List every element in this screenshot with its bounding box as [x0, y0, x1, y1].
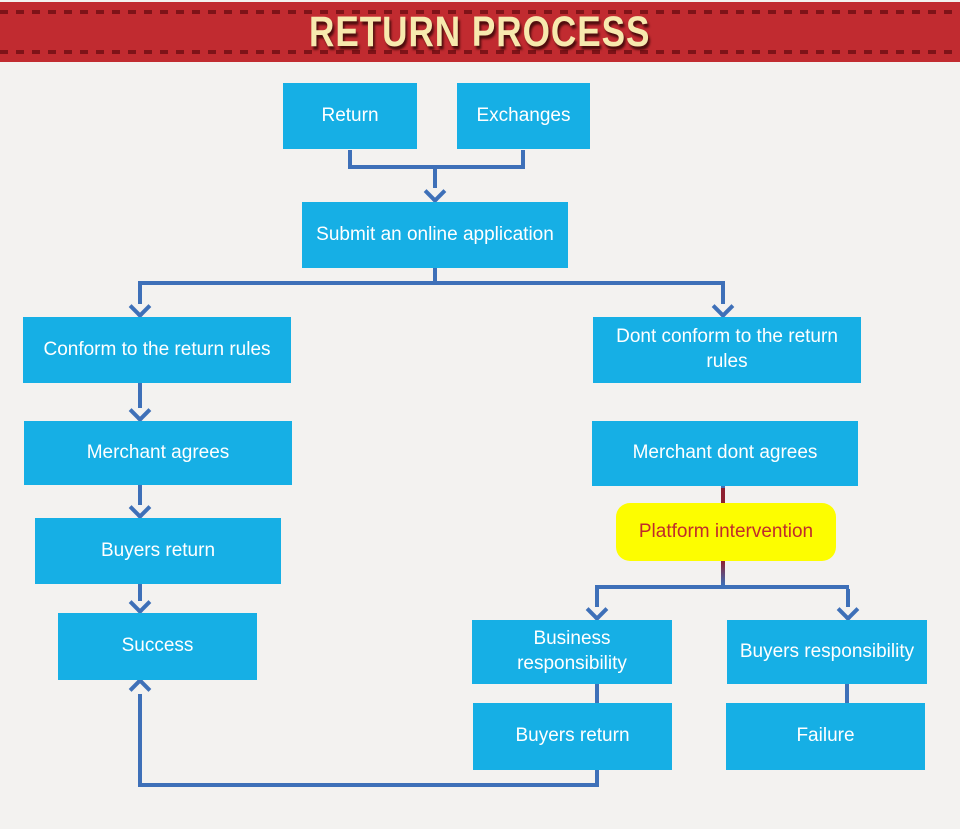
node-merchant-agrees-label: Merchant agrees: [86, 441, 230, 463]
connector-merge-horizontal: [348, 165, 525, 169]
title-banner: RETURN PROCESS: [0, 2, 960, 62]
node-platform-intervention-label: Platform intervention: [638, 520, 814, 542]
node-conform-rules-label: Conform to the return rules: [43, 338, 271, 360]
connector-split-horizontal: [138, 281, 725, 285]
connector-to-business-resp: [595, 589, 599, 607]
node-failure-label: Failure: [796, 725, 855, 747]
node-return: Return: [283, 83, 417, 149]
banner-dashed-line-bottom: [0, 50, 960, 54]
connector-loop-horizontal: [138, 783, 599, 787]
page-title: RETURN PROCESS: [309, 7, 651, 56]
connector-to-failure: [845, 684, 849, 703]
connector-to-success: [138, 584, 142, 601]
node-success: Success: [58, 613, 257, 680]
node-buyers-responsibility-label: Buyers responsibility: [739, 640, 915, 662]
node-exchanges: Exchanges: [457, 83, 590, 149]
arrowhead-loop-to-success: [128, 677, 152, 701]
connector-to-buyers-return-right: [595, 684, 599, 703]
node-business-responsibility-label: Business responsibility: [517, 628, 627, 674]
node-buyers-return-left-label: Buyers return: [100, 539, 216, 561]
connector-loop-up: [138, 694, 142, 783]
node-merchant-agrees: Merchant agrees: [24, 421, 292, 485]
node-buyers-return-left: Buyers return: [35, 518, 281, 584]
arrowhead-to-merchant-agrees: [128, 399, 152, 423]
connector-loop-down: [595, 770, 599, 787]
node-business-responsibility: Business responsibility: [472, 620, 672, 684]
connector-platform-down-red: [721, 561, 725, 585]
node-dont-conform-rules-label: Dont conform to the return rules: [616, 326, 838, 372]
arrowhead-to-conform: [128, 295, 152, 319]
connector-to-buyers-return-left: [138, 485, 142, 505]
connector-to-platform-red: [721, 486, 725, 503]
node-buyers-responsibility: Buyers responsibility: [727, 620, 927, 684]
arrowhead-to-success: [128, 591, 152, 615]
connector-to-conform: [138, 285, 142, 304]
connector-to-merchant-agrees: [138, 383, 142, 408]
connector-to-buyers-resp: [846, 589, 850, 607]
node-buyers-return-right-label: Buyers return: [515, 725, 630, 747]
connector-to-dont-conform: [721, 285, 725, 304]
node-submit-application: Submit an online application: [302, 202, 568, 268]
arrowhead-to-submit: [423, 180, 447, 204]
arrowhead-to-dont-conform: [711, 295, 735, 319]
connector-return-down: [348, 150, 352, 169]
node-dont-conform-rules: Dont conform to the return rules: [593, 317, 861, 383]
connector-submit-down: [433, 268, 437, 281]
connector-platform-split: [595, 585, 849, 589]
node-conform-rules: Conform to the return rules: [23, 317, 291, 383]
arrowhead-to-buyers-return-left: [128, 496, 152, 520]
connector-to-submit: [433, 169, 437, 188]
node-merchant-dont-agrees: Merchant dont agrees: [592, 421, 858, 486]
node-exchanges-label: Exchanges: [476, 104, 571, 126]
arrowhead-to-buyers-resp: [836, 598, 860, 622]
arrowhead-to-business-resp: [585, 598, 609, 622]
node-failure: Failure: [726, 703, 925, 770]
banner-dashed-line-top: [0, 10, 960, 14]
node-submit-application-label: Submit an online application: [316, 223, 554, 245]
node-return-label: Return: [321, 104, 379, 126]
node-merchant-dont-agrees-label: Merchant dont agrees: [632, 442, 818, 464]
node-buyers-return-right: Buyers return: [473, 703, 672, 770]
node-platform-intervention: Platform intervention: [616, 503, 836, 561]
connector-exchanges-down: [521, 150, 525, 169]
node-success-label: Success: [121, 635, 194, 657]
